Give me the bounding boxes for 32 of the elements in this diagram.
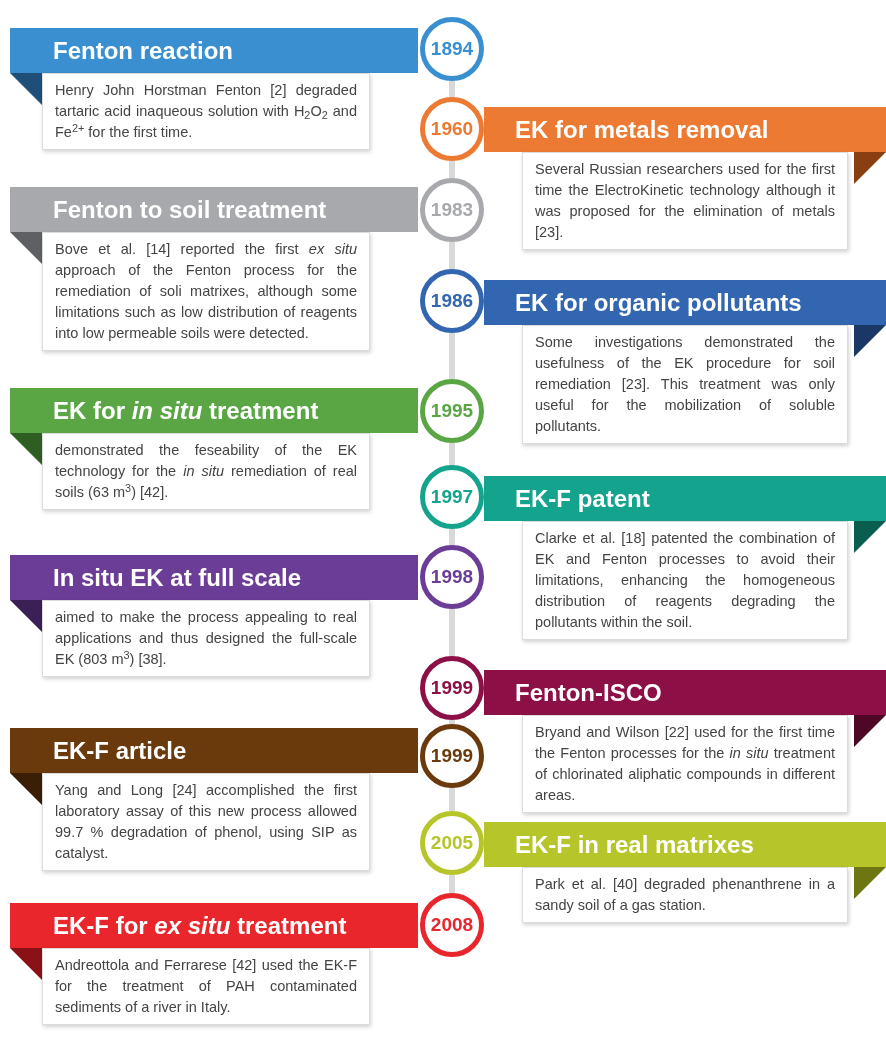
description-box: Bryand and Wilson [22] used for the first time the Fenton processes for the in situ treatment of chlorinated aliphatic compounds in different areas. xyxy=(522,715,848,813)
title-banner: Fenton-ISCO xyxy=(484,670,886,715)
description-box: demonstrated the feseability of the EK technology for the in situ remediation of real soils (63 m$^{3}$) [42]. xyxy=(42,433,370,510)
timeline-line xyxy=(449,609,455,656)
description-box: Some investigations demonstrated the usefulness of the EK procedure for soil remediation [23]. This treatment was only useful for the mobilization of soluble pollutants. xyxy=(522,325,848,444)
timeline-line xyxy=(449,720,455,724)
title-banner: EK for organic pollutants xyxy=(484,280,886,325)
description-box: Henry John Horstman Fenton [2] degraded tartaric acid inaqueous solution with H$_{2}$O$_{2}$ and Fe$^{2+}$ for the first time. xyxy=(42,73,370,150)
title-banner: EK-F for ex situ treatment xyxy=(10,903,418,948)
timeline-line xyxy=(449,242,455,269)
timeline-line xyxy=(449,161,455,178)
description-box: Clarke et al. [18] patented the combination of EK and Fenton processes to avoid their limitations, enhancing the homogeneous distribution of reagents degrading the pollutants within the soil. xyxy=(522,521,848,640)
description-box: Andreottola and Ferrarese [42] used the EK-F for the treatment of PAH contaminated sediments of a river in Italy. xyxy=(42,948,370,1025)
title-banner: EK-F patent xyxy=(484,476,886,521)
title-banner: Fenton reaction xyxy=(10,28,418,73)
title-banner: In situ EK at full scale xyxy=(10,555,418,600)
title-banner: EK-F article xyxy=(10,728,418,773)
timeline-line xyxy=(449,875,455,893)
description-box: aimed to make the process appealing to real applications and thus designed the full-scale EK (803 m$^{3}$) [38]. xyxy=(42,600,370,677)
description-box: Several Russian researchers used for the first time the ElectroKinetic technology although it was proposed for the elimination of metals [23]. xyxy=(522,152,848,250)
timeline-line xyxy=(449,529,455,545)
title-banner: Fenton to soil treatment xyxy=(10,187,418,232)
title-banner: EK-F in real matrixes xyxy=(484,822,886,867)
timeline-line xyxy=(449,443,455,465)
title-banner: EK for metals removal xyxy=(484,107,886,152)
description-box: Park et al. [40] degraded phenanthrene in a sandy soil of a gas station. xyxy=(522,867,848,923)
description-box: Yang and Long [24] accomplished the first laboratory assay of this new process allowed 99.7 % degradation of phenol, using SIP as catalyst. xyxy=(42,773,370,871)
title-banner: EK for in situ treatment xyxy=(10,388,418,433)
description-box: Bove et al. [14] reported the first ex situ approach of the Fenton process for the remediation of soli matrixes, although some limitations such as low distribution of reagents into low permeable soils were detected. xyxy=(42,232,370,351)
timeline-line xyxy=(449,333,455,379)
timeline-line xyxy=(449,81,455,97)
timeline-line xyxy=(449,788,455,811)
